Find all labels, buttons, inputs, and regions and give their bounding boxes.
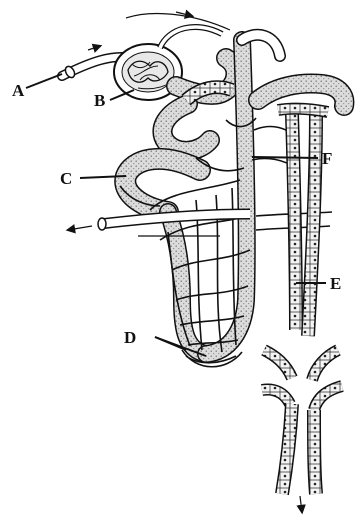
label-f: F <box>322 149 332 168</box>
collecting-duct <box>278 109 328 336</box>
label-a: A <box>12 81 25 100</box>
leader-f <box>252 157 318 158</box>
lower-collecting-duct <box>262 350 342 512</box>
proximal-convoluted-tubule <box>125 58 235 354</box>
efferent-arteriole <box>126 12 230 48</box>
label-b: B <box>94 91 105 110</box>
leader-a <box>26 74 62 88</box>
label-c: C <box>60 169 72 188</box>
renal-venule <box>68 214 250 230</box>
label-e: E <box>330 274 341 293</box>
label-d: D <box>124 328 136 347</box>
